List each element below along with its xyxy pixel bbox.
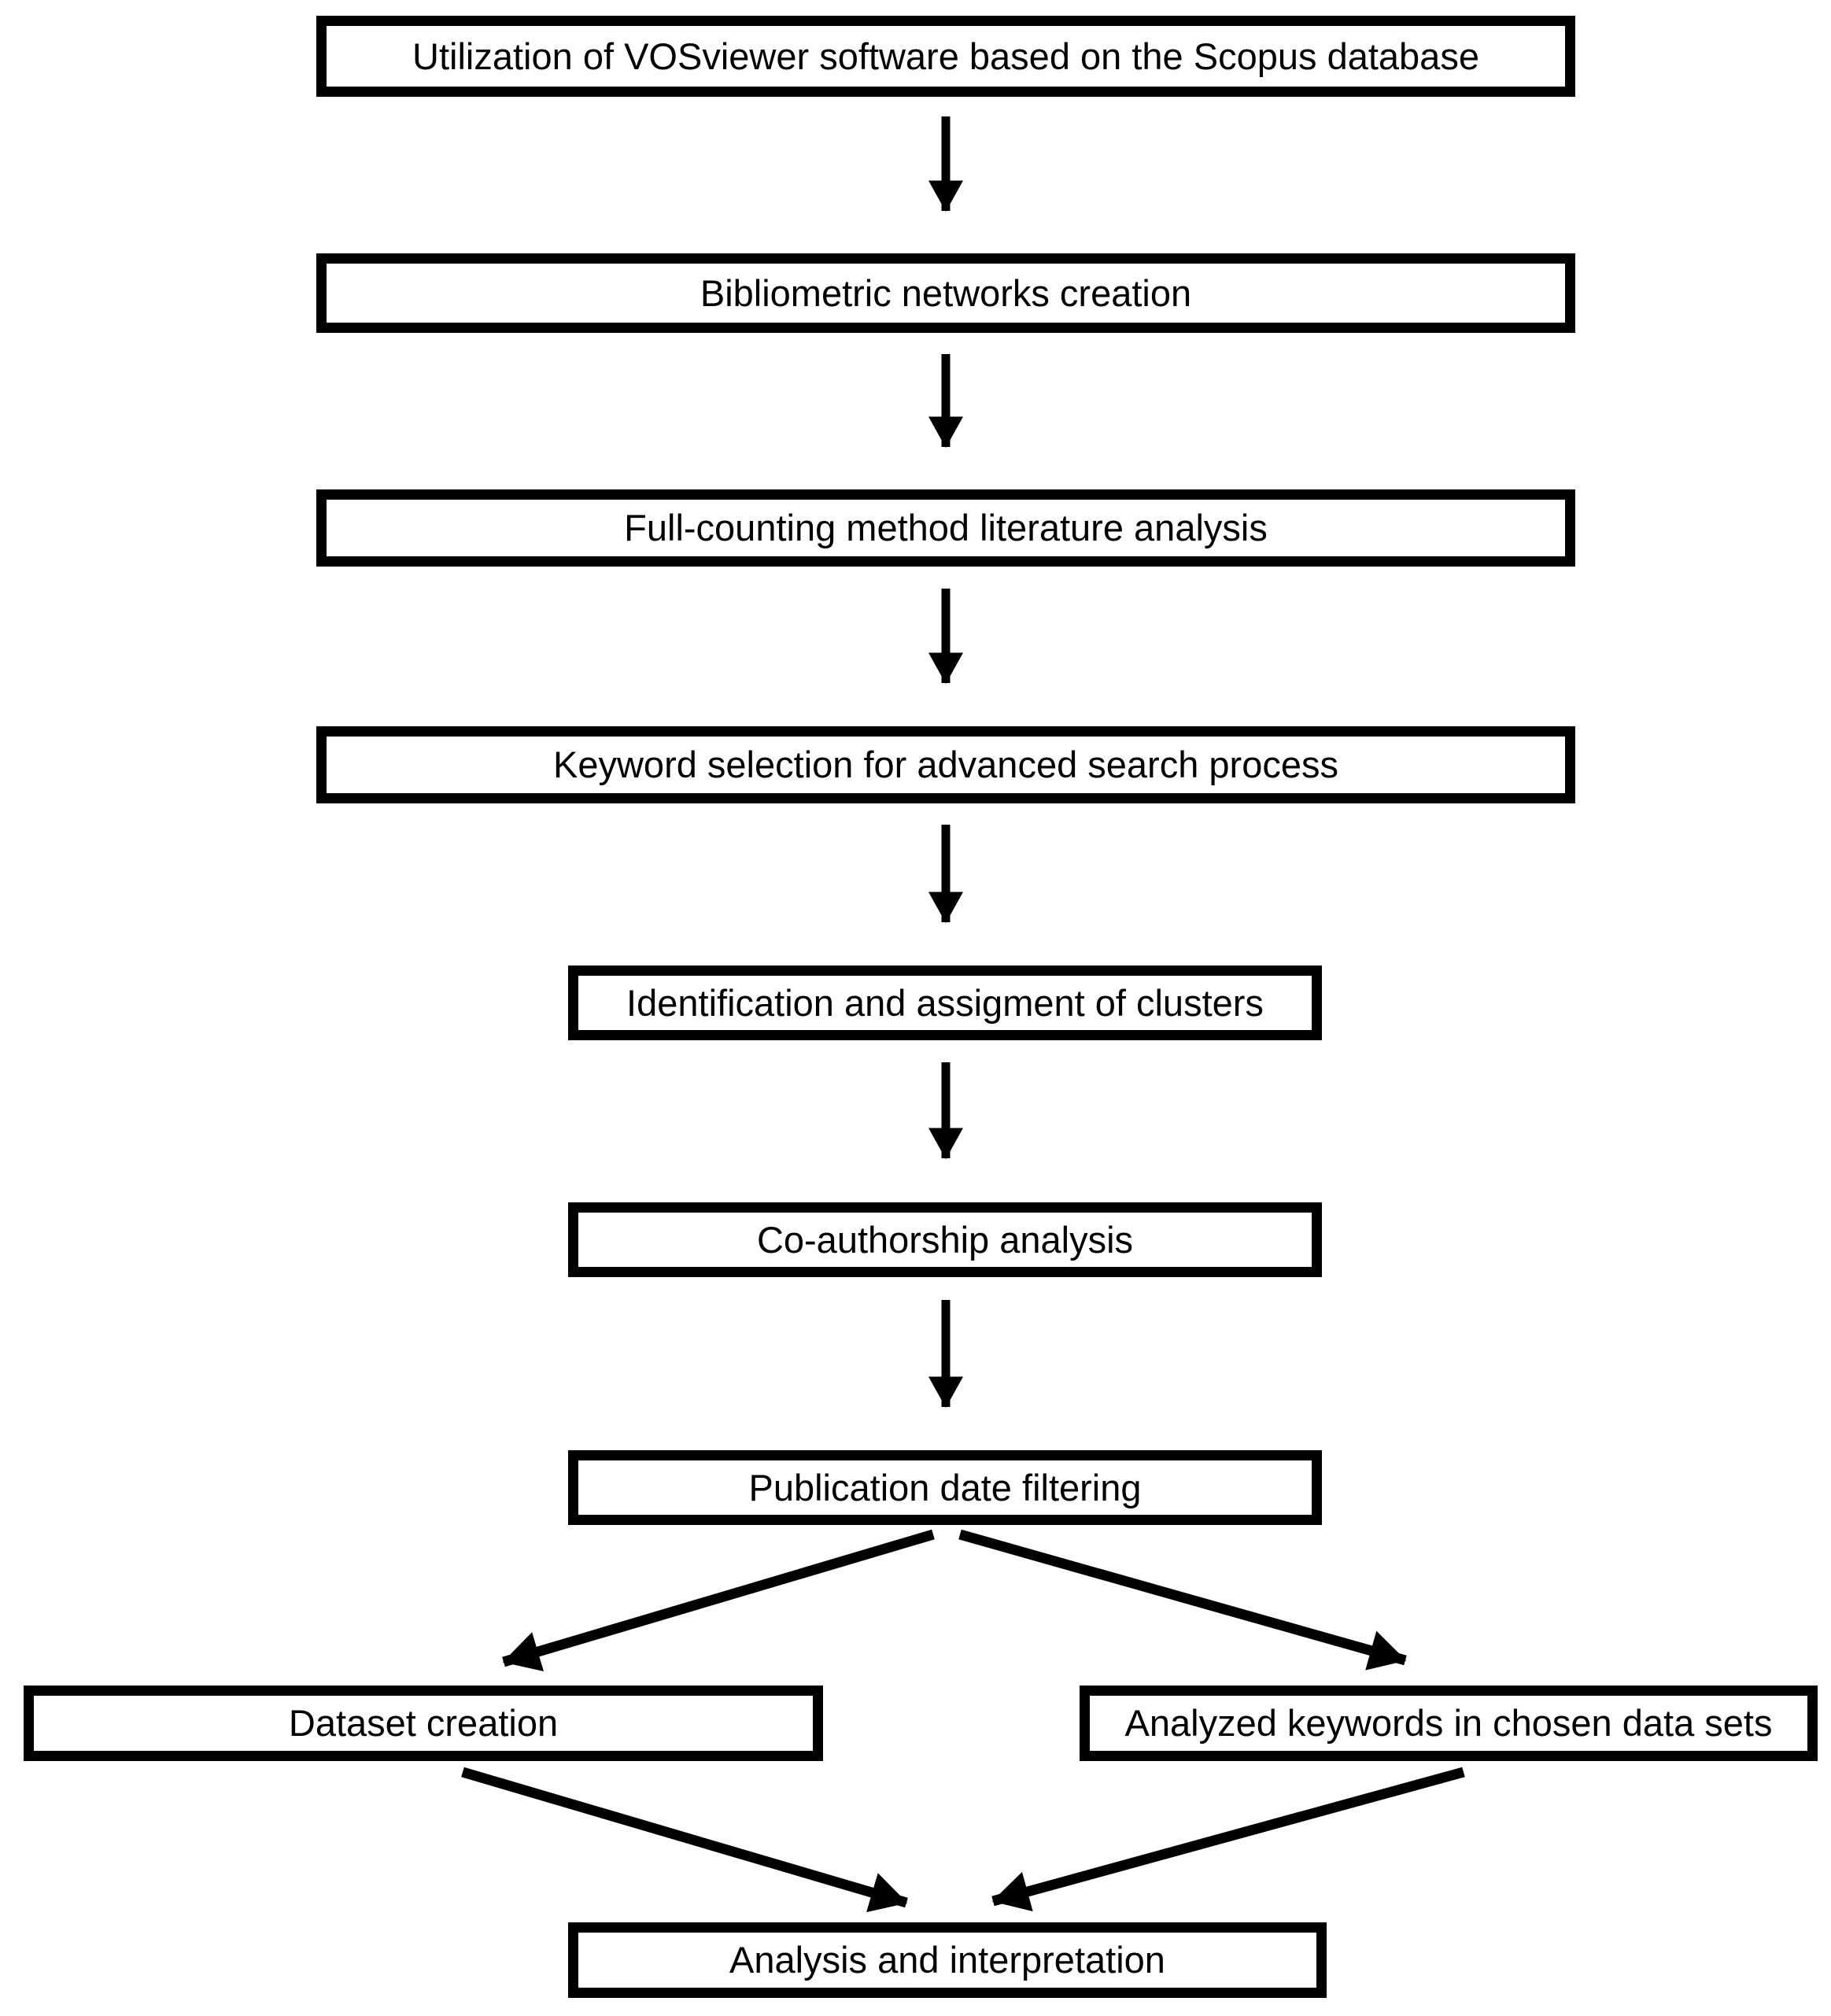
flow-node-co-authorship: Co-authorship analysis [568,1202,1322,1277]
flow-node-utilization-label: Utilization of VOSviewer software based … [412,35,1479,77]
flow-node-keyword-selection-label: Keyword selection for advanced search pr… [553,744,1338,786]
flow-node-co-authorship-label: Co-authorship analysis [756,1218,1134,1261]
flow-node-dataset-creation-label: Dataset creation [288,1702,559,1745]
flow-node-full-counting: Full-counting method literature analysis [316,489,1575,567]
flow-node-analyzed-keywords: Analyzed keywords in chosen data sets [1080,1686,1818,1761]
flow-node-utilization: Utilization of VOSviewer software based … [316,16,1575,97]
edge-publication-date-to-analyzed-keywords-arrow [958,1529,1407,1671]
flow-node-cluster-identification-label: Identification and assigment of clusters [626,981,1264,1024]
flow-node-keyword-selection: Keyword selection for advanced search pr… [316,726,1575,803]
edge-dataset-creation-to-analysis-arrow [461,1767,908,1913]
flow-node-publication-date-filtering: Publication date filtering [568,1450,1322,1525]
flow-node-analysis-interpretation: Analysis and interpretation [568,1922,1327,1998]
edge-publication-date-to-dataset-creation-arrow [502,1529,935,1671]
flow-node-bibliometric-networks: Bibliometric networks creation [316,253,1575,333]
flow-node-bibliometric-networks-label: Bibliometric networks creation [700,271,1192,314]
flow-node-full-counting-label: Full-counting method literature analysis [624,507,1268,549]
flow-node-analyzed-keywords-label: Analyzed keywords in chosen data sets [1124,1702,1773,1745]
flow-node-cluster-identification: Identification and assigment of clusters [568,966,1322,1040]
flow-node-analysis-interpretation-label: Analysis and interpretation [729,1939,1165,1981]
flow-node-dataset-creation: Dataset creation [24,1686,823,1761]
flow-node-publication-date-filtering-label: Publication date filtering [748,1466,1142,1508]
edge-analyzed-keywords-to-analysis-arrow [991,1767,1465,1912]
